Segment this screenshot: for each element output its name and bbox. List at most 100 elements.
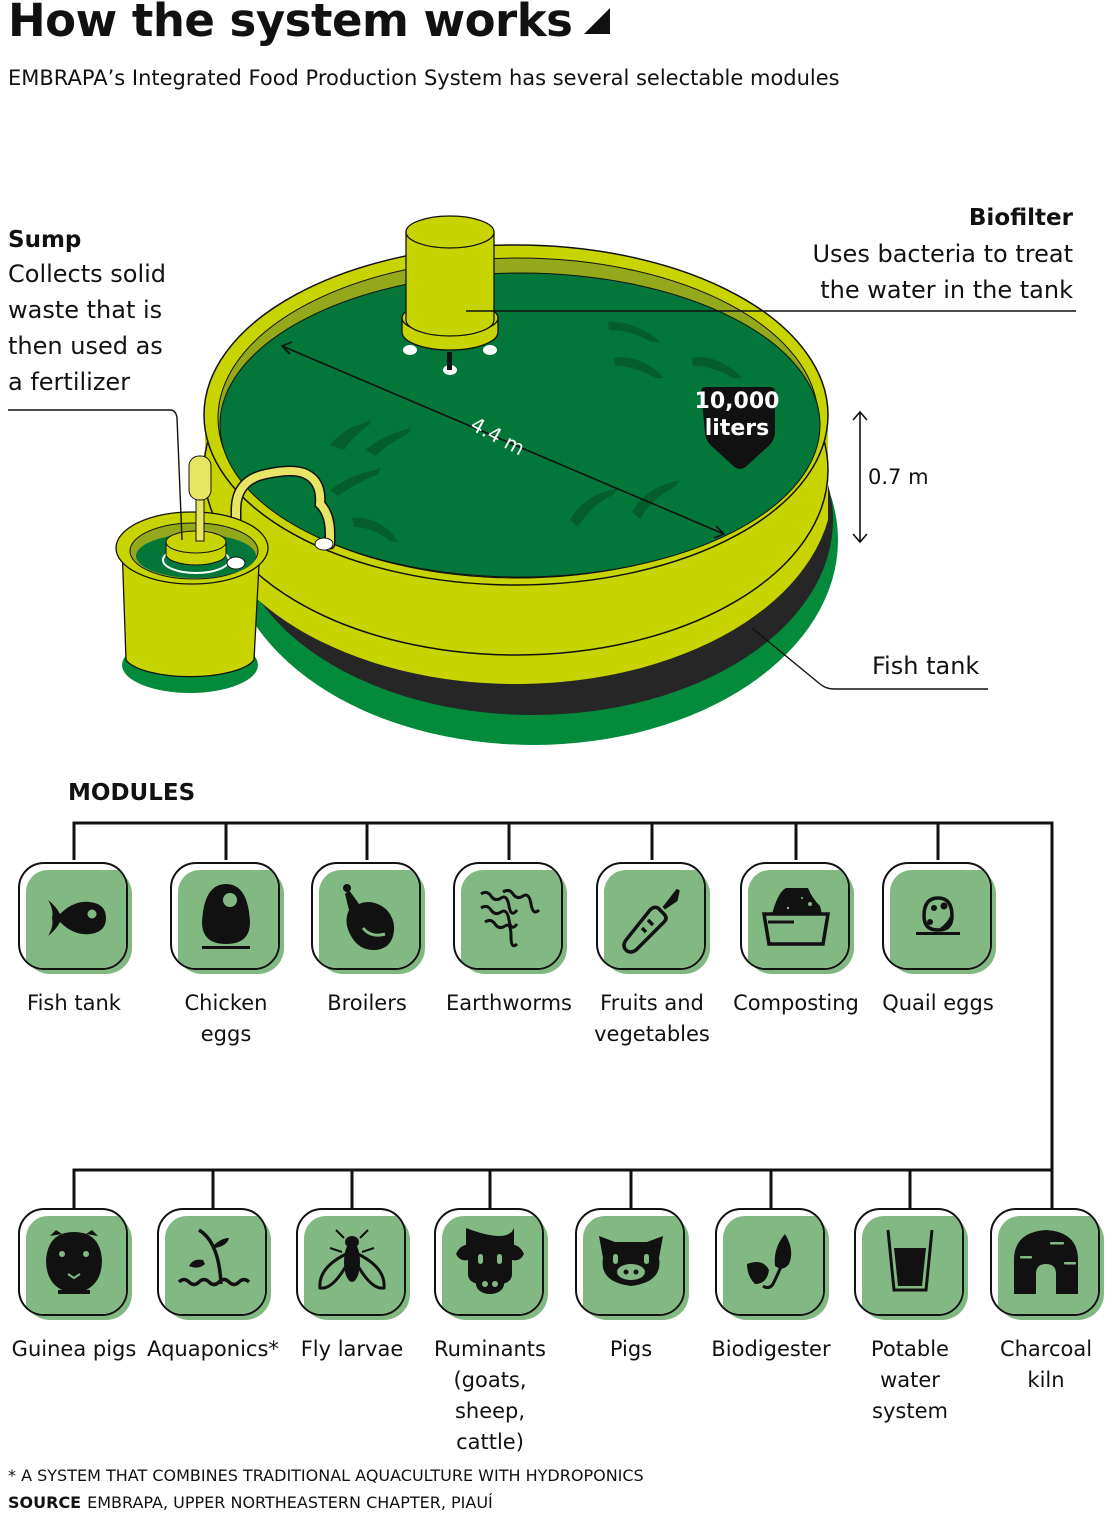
- diameter-arrow-line: [281, 345, 725, 535]
- fishtank-leader: [751, 627, 988, 690]
- module-pigs[interactable]: Pigs: [561, 1208, 701, 1365]
- module-label-line: water: [880, 1368, 940, 1392]
- fish: [632, 480, 680, 519]
- module-chicken-eggs[interactable]: Chicken eggs: [156, 862, 296, 1050]
- module-ruminants[interactable]: Ruminants(goats, sheep,cattle): [420, 1208, 560, 1458]
- sump-callout: Sump Collects solid waste that is then u…: [8, 224, 208, 400]
- fish: [330, 419, 371, 450]
- module-label-line: eggs: [200, 1022, 252, 1046]
- module-guinea-pigs[interactable]: Guinea pigs: [4, 1208, 144, 1365]
- biofilter-top: [405, 215, 495, 249]
- water-glass-icon: [872, 1224, 948, 1300]
- module-label: Chicken eggs: [156, 988, 296, 1050]
- fish: [608, 321, 661, 342]
- fish: [330, 467, 381, 496]
- fly-icon: [314, 1224, 390, 1300]
- plant-water-icon: [175, 1224, 251, 1300]
- module-composting[interactable]: Composting: [726, 862, 866, 1019]
- module-broilers[interactable]: Broilers: [297, 862, 437, 1019]
- guinea-pig-icon: [36, 1224, 112, 1300]
- module-aquaponics[interactable]: Aquaponics*: [143, 1208, 283, 1365]
- module-label-line: Composting: [733, 991, 859, 1015]
- quail-egg-icon: [900, 878, 976, 954]
- module-label-line: Chicken: [184, 991, 268, 1015]
- module-label: Broilers: [297, 988, 437, 1019]
- module-label-line: Guinea pigs: [11, 1337, 137, 1361]
- module-label-line: Charcoal: [999, 1337, 1093, 1361]
- module-label-line: Biodigester: [711, 1337, 831, 1361]
- module-quail-eggs[interactable]: Quail eggs: [868, 862, 1008, 1019]
- module-charcoal-kiln[interactable]: Charcoal kiln: [976, 1208, 1116, 1396]
- page-title: How the system works: [8, 0, 611, 47]
- worms-icon: [471, 878, 547, 954]
- fish-icon: [36, 878, 112, 954]
- module-fly-larvae[interactable]: Fly larvae: [282, 1208, 422, 1365]
- fish: [570, 488, 618, 527]
- module-label-line: Ruminants: [434, 1337, 546, 1361]
- module-label: Guinea pigs: [4, 1334, 144, 1365]
- module-fish-tank[interactable]: Fish tank: [4, 862, 144, 1019]
- sump-heading: Sump: [8, 227, 82, 253]
- biofilter-cylinder: [405, 231, 495, 337]
- module-biodigester[interactable]: Biodigester: [701, 1208, 841, 1365]
- module-label-line: cattle): [456, 1430, 524, 1454]
- tree-trunk: [72, 821, 1054, 1170]
- module-label-line: Earthworms: [446, 991, 572, 1015]
- fish: [692, 357, 742, 378]
- leaves-icon: [733, 1224, 809, 1300]
- fish-tank-label: Fish tank: [872, 652, 980, 680]
- source-line: SOURCE EMBRAPA, UPPER NORTHEASTERN CHAPTE…: [8, 1493, 493, 1512]
- source-label: SOURCE: [8, 1493, 82, 1512]
- module-label: Quail eggs: [868, 988, 1008, 1019]
- module-label: Pigs: [561, 1334, 701, 1365]
- module-label: Ruminants(goats, sheep,cattle): [420, 1334, 560, 1458]
- depth-arrowhead-bottom: [852, 533, 868, 544]
- module-earthworms[interactable]: Earthworms: [439, 862, 579, 1019]
- volume-badge-shape: [698, 385, 777, 471]
- sump-desc-line: a fertilizer: [8, 368, 131, 396]
- source-text: EMBRAPA, UPPER NORTHEASTERN CHAPTER, PIA…: [87, 1493, 493, 1512]
- biofilter-heading: Biofilter: [968, 205, 1073, 231]
- triangle-icon: [584, 8, 611, 34]
- pig-icon: [593, 1224, 669, 1300]
- module-label: Biodigester: [701, 1334, 841, 1365]
- fish-tank-illustration: [8, 215, 1076, 745]
- module-label: Earthworms: [439, 988, 579, 1019]
- pipe-inlet: [226, 556, 246, 570]
- modules-heading: MODULES: [68, 780, 196, 806]
- module-label-line: Aquaponics*: [147, 1337, 279, 1361]
- module-label-line: Fish tank: [27, 991, 121, 1015]
- module-label-line: Quail eggs: [882, 991, 994, 1015]
- module-label: Fish tank: [4, 988, 144, 1019]
- module-label-line: Pigs: [609, 1337, 653, 1361]
- sump-desc-line: waste that is: [8, 296, 163, 324]
- volume-unit: liters: [704, 416, 770, 441]
- module-label-line: kiln: [1027, 1368, 1065, 1392]
- biofilter-callout: Biofilter Uses bacteria to treat the wat…: [812, 200, 1073, 308]
- pipe-outlet: [314, 537, 334, 551]
- carrot-icon: [614, 878, 690, 954]
- biofilter-desc-line: Uses bacteria to treat: [812, 240, 1073, 268]
- water-surface: [219, 272, 821, 578]
- biofilter-foot: [403, 345, 417, 355]
- diameter-arrowhead-right: [713, 525, 726, 539]
- fish: [365, 427, 411, 456]
- sump-leader: [8, 409, 183, 541]
- module-label-line: Broilers: [327, 991, 407, 1015]
- fish-silhouettes: [330, 321, 742, 543]
- sump-standpipe-top: [188, 455, 212, 501]
- fish: [614, 357, 664, 378]
- depth-label: 0.7 m: [868, 465, 929, 489]
- module-label: Charcoal kiln: [976, 1334, 1116, 1396]
- biofilter-desc-line: the water in the tank: [820, 276, 1073, 304]
- volume-badge: 10,000 liters: [693, 388, 781, 442]
- depth-arrowhead-top: [852, 410, 868, 421]
- tree-row2-bar: [72, 1168, 1054, 1208]
- module-label-line: vegetables: [594, 1022, 710, 1046]
- footnote: * A SYSTEM THAT COMBINES TRADITIONAL AQU…: [8, 1466, 644, 1485]
- sump-desc-line: then used as: [8, 332, 163, 360]
